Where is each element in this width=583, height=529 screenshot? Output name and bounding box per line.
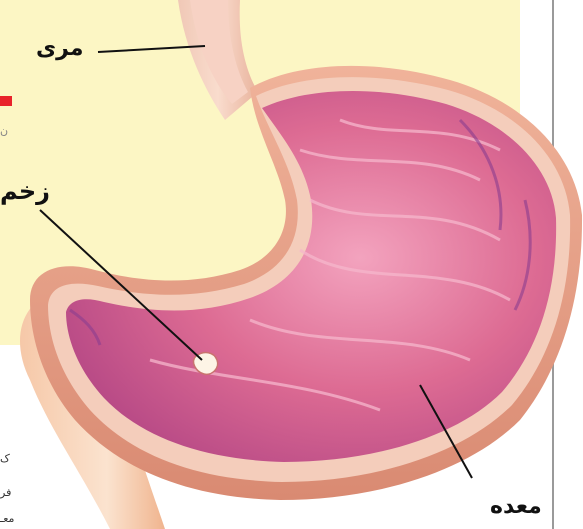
ulcer-label: زخم bbox=[0, 177, 50, 205]
stomach-label: معده bbox=[490, 494, 542, 519]
esophagus-label: مری bbox=[36, 36, 83, 61]
esophagus-leader bbox=[98, 46, 205, 52]
